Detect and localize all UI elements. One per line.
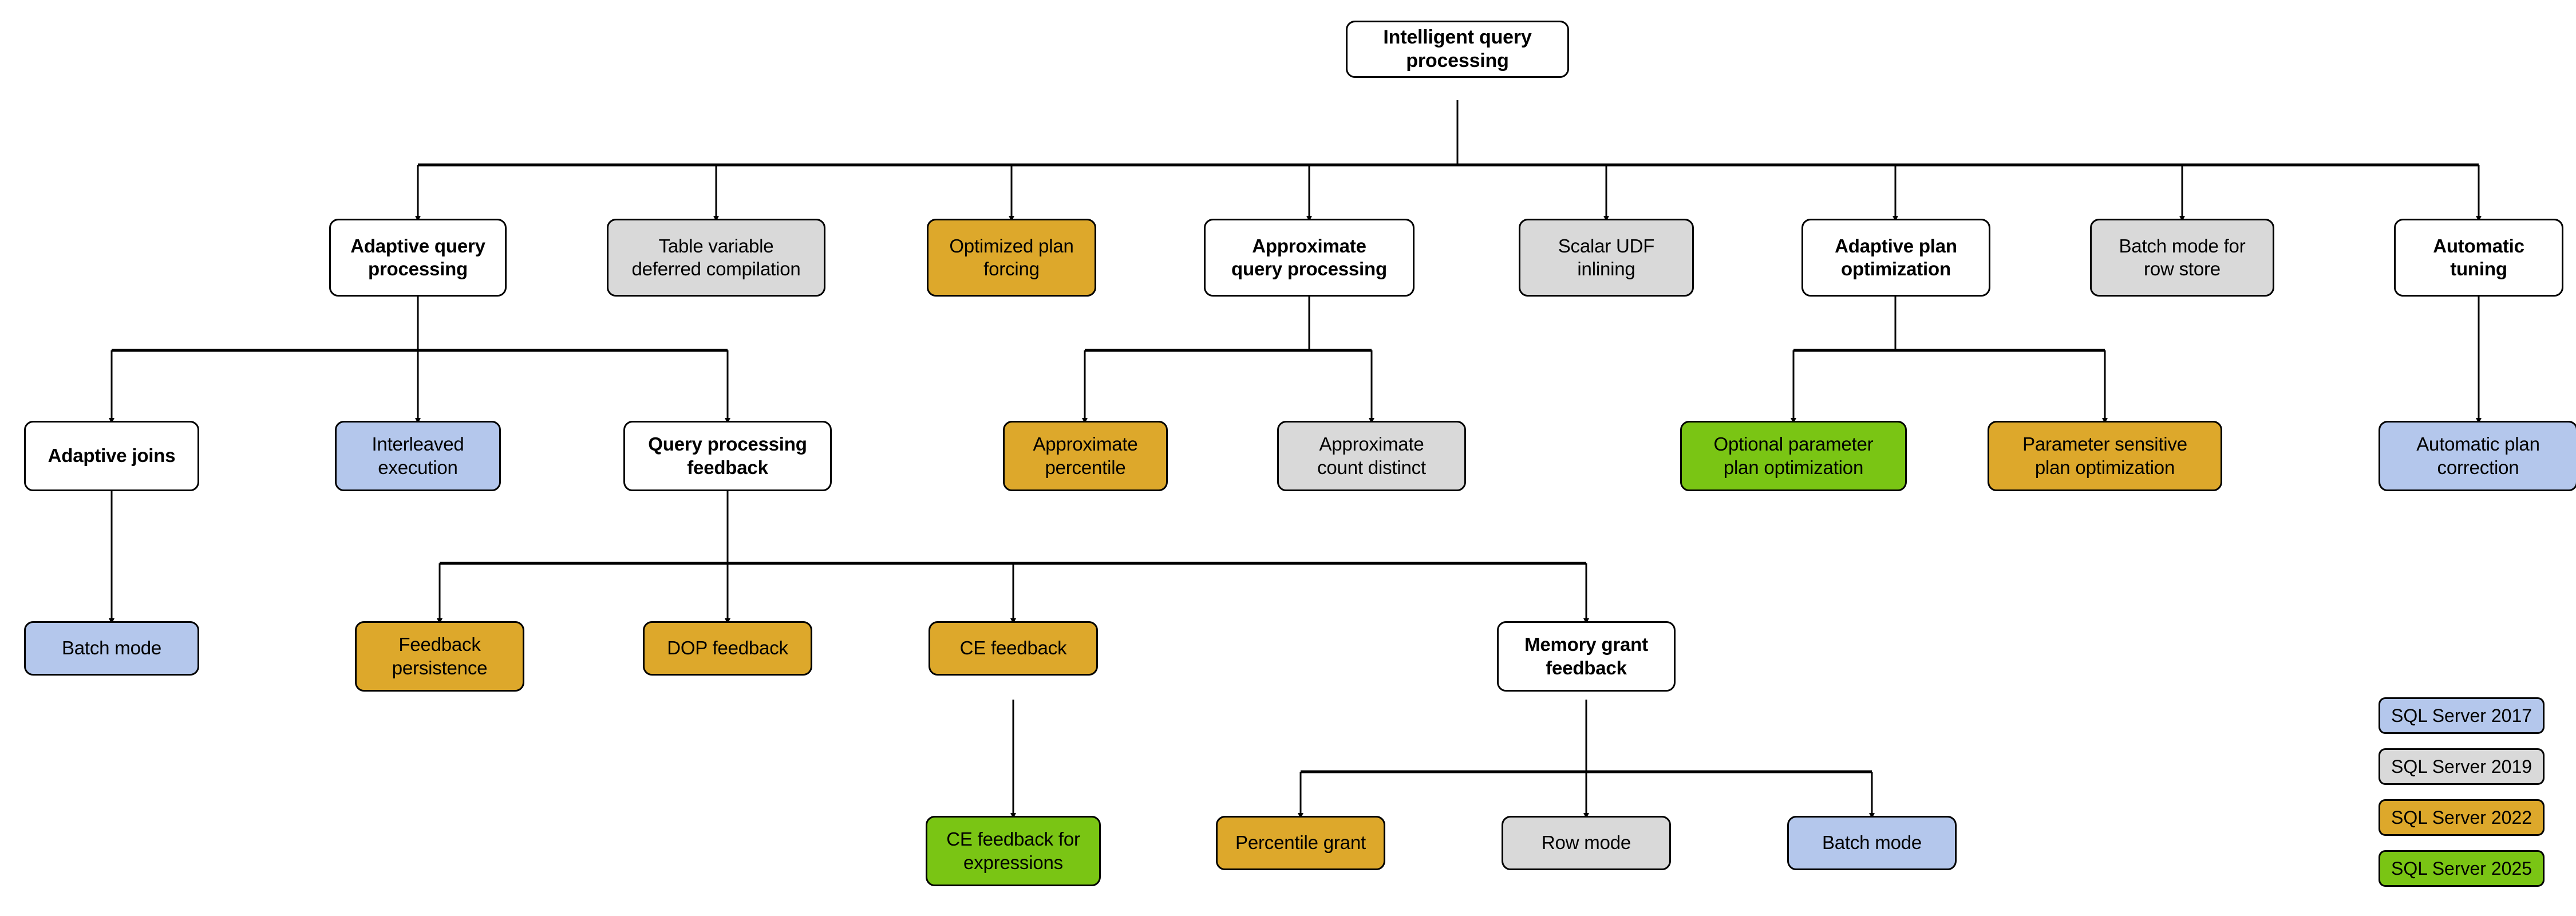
node-scalar-udf-inlining[interactable]: Scalar UDF inlining — [1519, 219, 1694, 297]
node-automatic-tuning[interactable]: Automatic tuning — [2394, 219, 2563, 297]
node-approximate-query-processing[interactable]: Approximate query processing — [1204, 219, 1415, 297]
node-row-mode[interactable]: Row mode — [1502, 816, 1671, 870]
legend-item-sql-server-2025: SQL Server 2025 — [2379, 850, 2545, 887]
node-table-variable-deferred-compilation[interactable]: Table variable deferred compilation — [607, 219, 825, 297]
node-interleaved-execution[interactable]: Interleaved execution — [335, 421, 501, 491]
node-batch-mode-adaptive-joins[interactable]: Batch mode — [24, 621, 199, 676]
node-memory-grant-feedback[interactable]: Memory grant feedback — [1497, 621, 1676, 692]
node-ce-feedback-for-expressions[interactable]: CE feedback for expressions — [926, 816, 1101, 886]
node-optimized-plan-forcing[interactable]: Optimized plan forcing — [927, 219, 1096, 297]
node-adaptive-query-processing[interactable]: Adaptive query processing — [329, 219, 507, 297]
node-ce-feedback[interactable]: CE feedback — [929, 621, 1098, 676]
node-adaptive-joins[interactable]: Adaptive joins — [24, 421, 199, 491]
node-batch-mode-for-row-store[interactable]: Batch mode for row store — [2090, 219, 2274, 297]
legend-label: SQL Server 2022 — [2391, 807, 2532, 828]
legend-label: SQL Server 2025 — [2391, 858, 2532, 879]
node-percentile-grant[interactable]: Percentile grant — [1216, 816, 1385, 870]
node-automatic-plan-correction[interactable]: Automatic plan correction — [2379, 421, 2576, 491]
node-optional-parameter-plan-optimization[interactable]: Optional parameter plan optimization — [1680, 421, 1907, 491]
node-query-processing-feedback[interactable]: Query processing feedback — [623, 421, 832, 491]
node-parameter-sensitive-plan-optimization[interactable]: Parameter sensitive plan optimization — [1988, 421, 2222, 491]
node-dop-feedback[interactable]: DOP feedback — [643, 621, 812, 676]
legend-item-sql-server-2017: SQL Server 2017 — [2379, 697, 2545, 734]
legend-label: SQL Server 2019 — [2391, 756, 2532, 777]
node-approximate-count-distinct[interactable]: Approximate count distinct — [1277, 421, 1466, 491]
node-intelligent-query-processing[interactable]: Intelligent query processing — [1346, 21, 1569, 78]
node-approximate-percentile[interactable]: Approximate percentile — [1003, 421, 1168, 491]
node-adaptive-plan-optimization[interactable]: Adaptive plan optimization — [1801, 219, 1990, 297]
node-feedback-persistence[interactable]: Feedback persistence — [355, 621, 524, 692]
legend-label: SQL Server 2017 — [2391, 705, 2532, 726]
legend-item-sql-server-2022: SQL Server 2022 — [2379, 799, 2545, 836]
legend-item-sql-server-2019: SQL Server 2019 — [2379, 748, 2545, 785]
node-batch-mode-memory-grant[interactable]: Batch mode — [1787, 816, 1957, 870]
